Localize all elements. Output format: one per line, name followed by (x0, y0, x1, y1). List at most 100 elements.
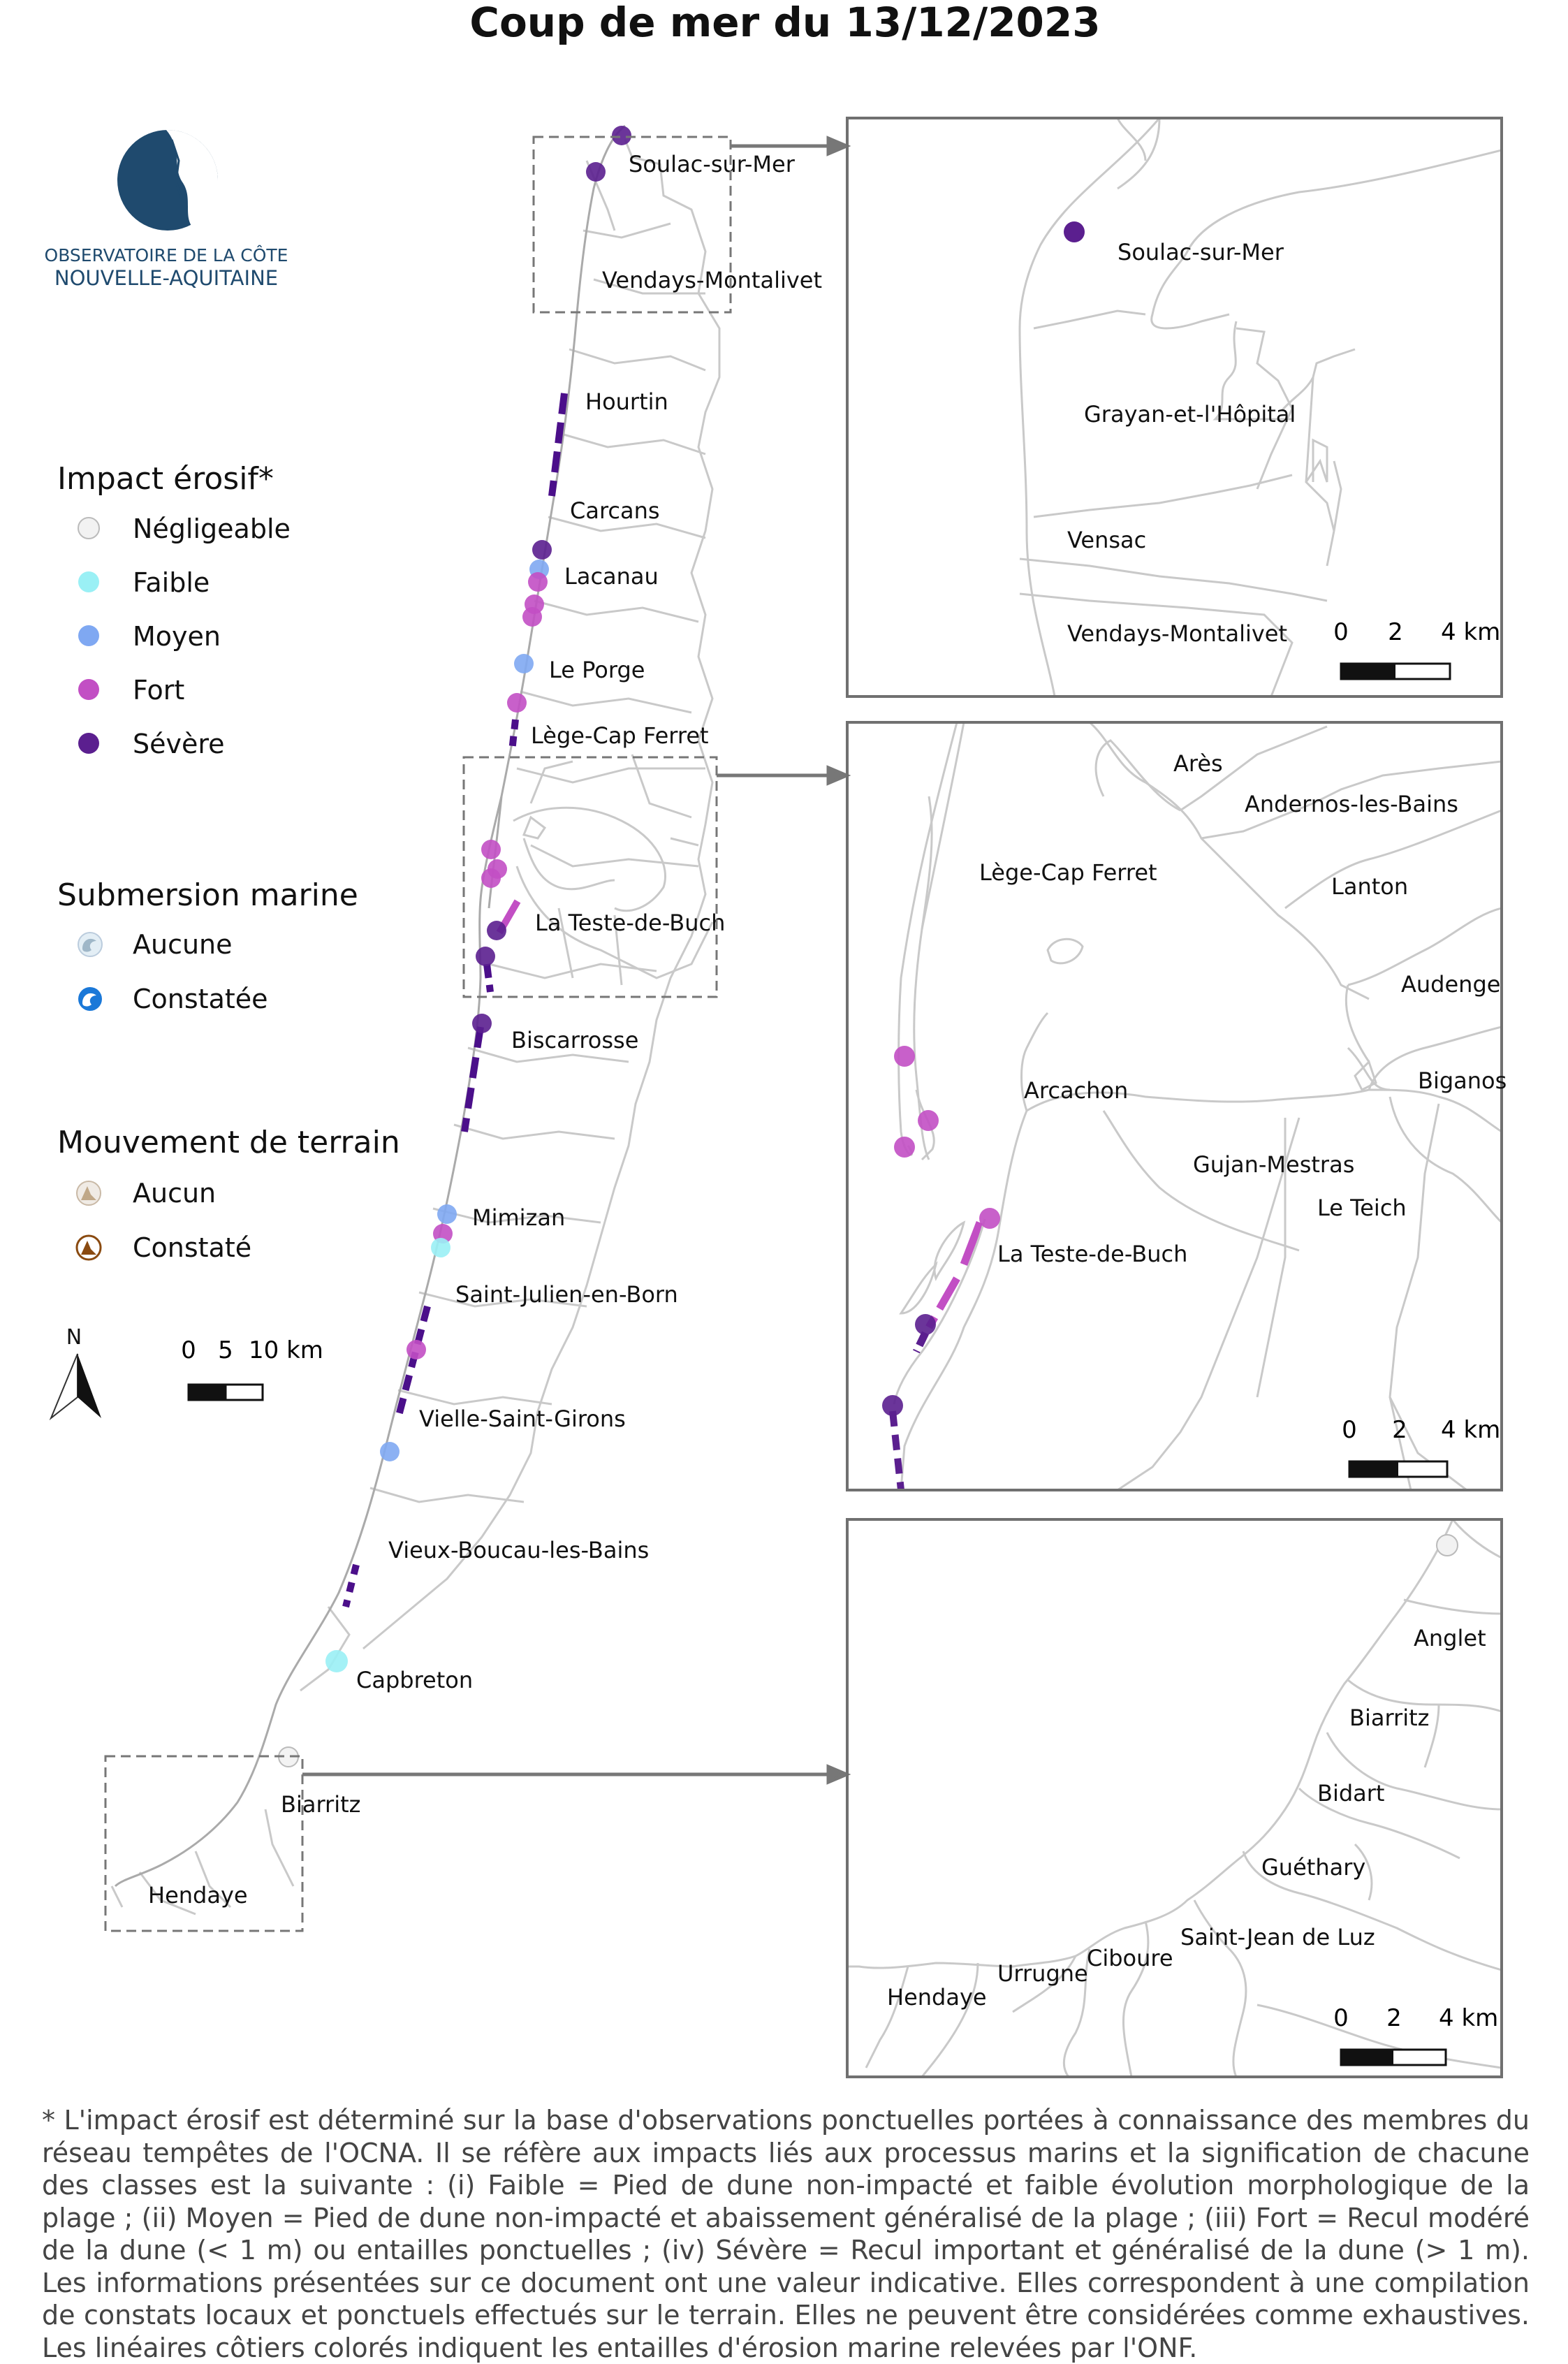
legend: Impact érosif* Négligeable Faible Moyen … (49, 461, 400, 1421)
observation-point (1064, 221, 1085, 242)
inset-middle-label-biganos: Biganos (1418, 1067, 1507, 1094)
inset-north-label-soulac: Soulac-sur-Mer (1118, 239, 1284, 265)
inset-south-scale-4: 4 km (1439, 2004, 1498, 2032)
legend-submersion-title: Submersion marine (57, 877, 358, 913)
main-scale-5: 5 (218, 1336, 233, 1364)
inset-middle-label-lanton: Lanton (1331, 873, 1408, 900)
main-label-carcans: Carcans (570, 497, 660, 524)
legend-label-submersion-observed: Constatée (133, 984, 268, 1014)
inset-north-scale-0: 0 (1333, 618, 1349, 646)
map-title: Coup de mer du 13/12/2023 (469, 0, 1100, 46)
legend-label-faible: Faible (133, 567, 210, 598)
legend-label-moyen: Moyen (133, 621, 221, 652)
observation-point (487, 921, 506, 940)
main-scale-bar: 0 5 10 km (181, 1336, 323, 1401)
observation-point (979, 1208, 1000, 1229)
legend-label-negligeable: Négligeable (133, 513, 291, 544)
inset-south-label-urrugne: Urrugne (997, 1960, 1088, 1987)
wave-none-icon (78, 932, 103, 957)
inset-south-label-saint-jean: Saint-Jean de Luz (1180, 1924, 1375, 1950)
observation-point (1436, 1534, 1458, 1556)
observation-point (325, 1650, 348, 1672)
inset-north-scale-4: 4 km (1441, 618, 1500, 646)
main-label-saint-julien: Saint-Julien-en-Born (455, 1281, 678, 1308)
observation-point (586, 162, 606, 182)
observation-point (507, 693, 527, 713)
eroded-segment (508, 719, 519, 752)
observation-point (522, 607, 542, 627)
inset-south-label-anglet: Anglet (1414, 1625, 1486, 1651)
inset-middle-label-andernos: Andernos-les-Bains (1245, 791, 1458, 817)
inset-south-label-hendaye: Hendaye (887, 1984, 987, 2011)
zoom-box-south (104, 1755, 304, 1932)
legend-dot-moyen (78, 625, 99, 646)
legend-label-severe: Sévère (133, 729, 225, 759)
main-label-biscarrosse: Biscarrosse (511, 1027, 638, 1053)
inset-south-scale-0: 0 (1333, 2004, 1349, 2032)
eroded-segment (395, 1305, 431, 1420)
north-label: N (66, 1325, 82, 1350)
eroded-segment (913, 1331, 929, 1354)
inset-middle-label-lege: Lège-Cap Ferret (979, 859, 1157, 886)
eroded-segment (483, 963, 494, 993)
logo-line1: OBSERVATOIRE DE LA CÔTE (45, 245, 288, 265)
inset-middle-label-ares: Arès (1173, 750, 1223, 777)
main-label-le-porge: Le Porge (549, 657, 645, 683)
inset-south: Anglet Biarritz Bidart Guéthary Saint-Je… (846, 1518, 1503, 2078)
legend-terrain-title: Mouvement de terrain (57, 1125, 400, 1160)
main-map: Soulac-sur-Mer Vendays-Montalivet Hourti… (104, 124, 851, 1932)
inset-north-label-vensac: Vensac (1067, 527, 1146, 553)
inset-middle-scale-4: 4 km (1441, 1416, 1500, 1444)
observation-point (472, 1014, 492, 1033)
observation-point (532, 540, 552, 560)
inset-north-scale-2: 2 (1388, 618, 1403, 646)
observation-point (431, 1238, 450, 1257)
observation-point (915, 1314, 936, 1335)
observation-point (476, 947, 495, 966)
observation-point (612, 126, 631, 145)
observation-point (437, 1204, 457, 1224)
inset-middle: Arès Andernos-les-Bains Lège-Cap Ferret … (846, 721, 1507, 1491)
observation-point (894, 1046, 915, 1067)
zoom-box-north (532, 136, 732, 314)
inset-south-scale-bar: 0 2 4 km (1333, 2004, 1498, 2066)
inset-south-label-biarritz: Biarritz (1349, 1705, 1429, 1731)
zoom-box-middle (462, 756, 718, 998)
eroded-segment (461, 1026, 484, 1132)
main-commune-boundaries (110, 139, 721, 1916)
inset-middle-label-le-teich: Le Teich (1317, 1195, 1407, 1221)
observation-point (481, 840, 501, 859)
inset-middle-scale-bar: 0 2 4 km (1342, 1416, 1500, 1478)
main-label-capbreton: Capbreton (356, 1667, 473, 1693)
eroded-segment (342, 1563, 360, 1608)
wave-observed-icon (78, 987, 102, 1011)
main-label-lacanau: Lacanau (564, 563, 659, 590)
main-label-biarritz: Biarritz (281, 1791, 360, 1818)
main-observation-points (278, 126, 631, 1767)
eroded-segment (889, 1410, 904, 1490)
main-label-hendaye: Hendaye (148, 1882, 248, 1909)
inset-south-frame (846, 1518, 1503, 2078)
main-label-lege: Lège-Cap Ferret (531, 722, 709, 749)
main-label-la-teste: La Teste-de-Buch (535, 910, 725, 936)
main-label-mimizan: Mimizan (472, 1204, 565, 1231)
legend-dot-severe (78, 733, 99, 754)
eroded-segment (960, 1221, 984, 1266)
inset-middle-label-audenge: Audenge (1401, 971, 1500, 998)
inset-north-frame (846, 117, 1503, 698)
main-label-vendays: Vendays-Montalivet (602, 267, 822, 293)
legend-dot-faible (78, 571, 99, 592)
main-scale-0: 0 (181, 1336, 196, 1364)
footnote: * L'impact érosif est déterminé sur la b… (42, 2105, 1530, 2363)
landslide-observed-icon (75, 1234, 102, 1261)
inset-north: Soulac-sur-Mer Grayan-et-l'Hôpital Vensa… (846, 117, 1503, 698)
inset-south-label-bidart: Bidart (1317, 1780, 1384, 1807)
legend-label-terrain-none: Aucun (133, 1178, 216, 1209)
ocna-logo: OBSERVATOIRE DE LA CÔTE NOUVELLE-AQUITAI… (45, 129, 288, 290)
inset-south-label-guethary: Guéthary (1261, 1854, 1365, 1881)
inset-north-scale-bar: 0 2 4 km (1333, 618, 1500, 680)
main-label-hourtin: Hourtin (585, 388, 668, 415)
observation-point (528, 572, 548, 592)
inset-middle-frame (846, 721, 1503, 1491)
